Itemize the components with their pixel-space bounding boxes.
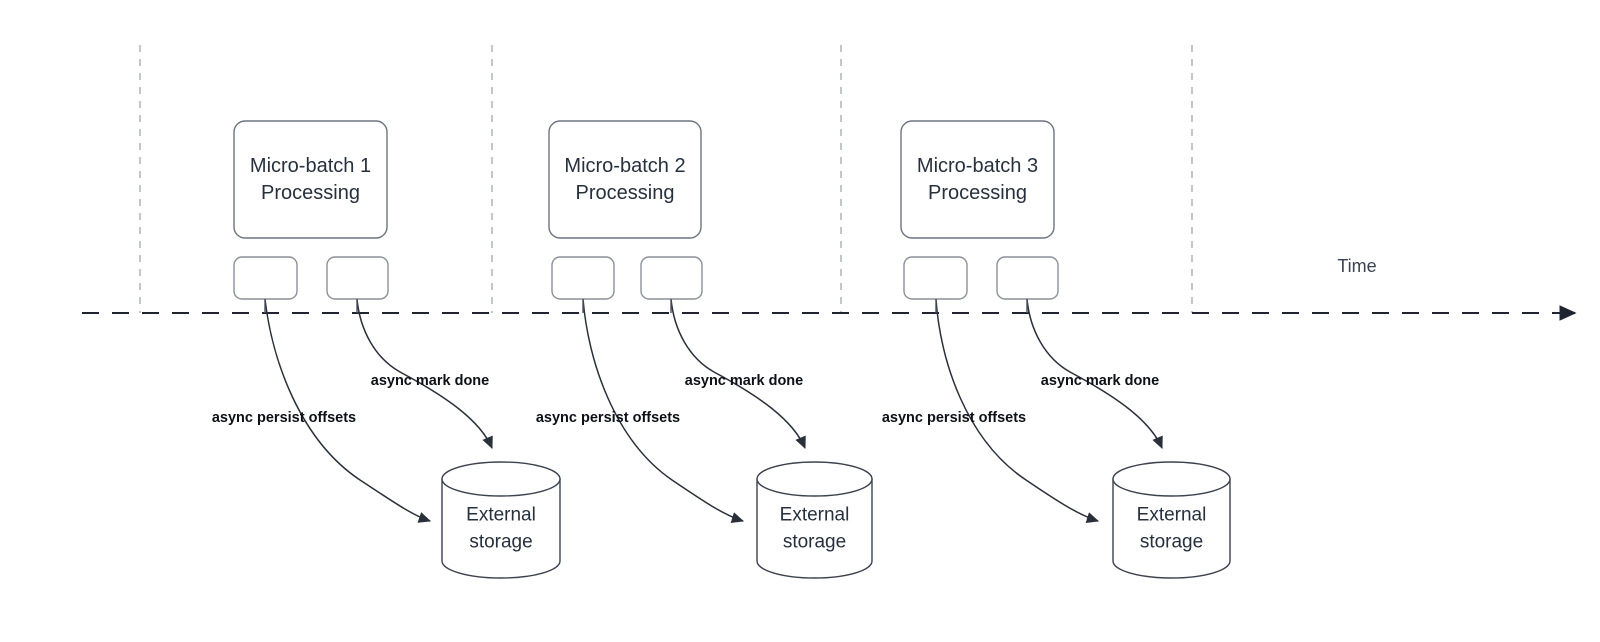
edge-path-markdone-2 <box>670 298 806 450</box>
edge-persist-2: async persist offsets <box>536 298 745 523</box>
cylinder-top <box>1112 461 1231 497</box>
edge-label-markdone-1: async mark done <box>371 373 489 389</box>
edge-path-persist-3 <box>935 298 1100 523</box>
process-box-label-line2: Processing <box>261 182 360 204</box>
cylinder-top <box>441 461 561 497</box>
process-box-label-line2: Processing <box>928 182 1027 204</box>
cylinder-label-line2: storage <box>1140 532 1203 553</box>
tick-box-tick-1a[interactable] <box>233 256 298 313</box>
boundary-guides <box>139 45 1193 313</box>
cylinder-label-line2: storage <box>783 532 846 553</box>
tick-box-rect[interactable] <box>551 256 615 300</box>
external-storage-group-1[interactable]: External storage <box>441 461 561 579</box>
tick-box-rect[interactable] <box>640 256 703 300</box>
cylinder-top <box>756 461 873 497</box>
cylinder-body[interactable] <box>756 478 873 579</box>
edge-label-markdone-2: async mark done <box>685 373 803 389</box>
edge-path-markdone-3 <box>1026 298 1163 450</box>
process-box-label-line1: Micro-batch 1 <box>250 155 371 177</box>
process-box-label-line2: Processing <box>576 182 675 204</box>
process-box-rect[interactable] <box>548 120 702 239</box>
external-storage-group-3[interactable]: External storage <box>1112 461 1231 579</box>
cylinder-label-line2: storage <box>469 532 532 553</box>
tick-box-rect[interactable] <box>996 256 1059 300</box>
tick-box-tick-2a[interactable] <box>551 256 615 313</box>
edge-label-persist-3: async persist offsets <box>882 410 1026 426</box>
cylinder-label-line1: External <box>780 505 850 526</box>
edge-markdone-3: async mark done <box>1026 298 1163 450</box>
group-3: async persist offsets async mark done Micr… <box>882 120 1231 579</box>
cylinder-body[interactable] <box>441 478 561 579</box>
tick-box-rect[interactable] <box>903 256 968 300</box>
tick-box-rect[interactable] <box>233 256 298 300</box>
cylinder-label-line1: External <box>1137 505 1207 526</box>
time-axis-label: Time <box>1337 256 1376 276</box>
external-storage-group-2[interactable]: External storage <box>756 461 873 579</box>
micro-batch-groups: async persist offsets async mark done Micr… <box>212 120 1231 579</box>
cylinder-label-line1: External <box>466 505 536 526</box>
edge-label-markdone-3: async mark done <box>1041 373 1159 389</box>
edge-label-persist-2: async persist offsets <box>536 410 680 426</box>
edge-path-persist-1 <box>264 298 432 523</box>
edge-markdone-2: async mark done <box>670 298 806 450</box>
cylinder-body[interactable] <box>1112 478 1231 579</box>
group-2: async persist offsets async mark done Micr… <box>536 120 873 579</box>
tick-box-tick-1b[interactable] <box>326 256 389 313</box>
process-box-rect[interactable] <box>233 120 388 239</box>
process-box-group-2[interactable]: Micro-batch 2 Processing <box>548 120 702 239</box>
edge-persist-1: async persist offsets <box>212 298 432 523</box>
time-axis: Time <box>82 256 1577 321</box>
edge-persist-3: async persist offsets <box>882 298 1100 523</box>
tick-box-tick-3b[interactable] <box>996 256 1059 313</box>
tick-box-tick-3a[interactable] <box>903 256 968 313</box>
process-box-label-line1: Micro-batch 3 <box>917 155 1038 177</box>
tick-box-tick-2b[interactable] <box>640 256 703 313</box>
edge-label-persist-1: async persist offsets <box>212 410 356 426</box>
process-box-group-1[interactable]: Micro-batch 1 Processing <box>233 120 388 239</box>
edge-path-persist-2 <box>582 298 745 523</box>
process-box-rect[interactable] <box>900 120 1055 239</box>
process-box-group-3[interactable]: Micro-batch 3 Processing <box>900 120 1055 239</box>
tick-box-rect[interactable] <box>326 256 389 300</box>
edge-markdone-1: async mark done <box>356 298 493 450</box>
edge-path-markdone-1 <box>356 298 493 450</box>
process-box-label-line1: Micro-batch 2 <box>564 155 685 177</box>
group-1: async persist offsets async mark done Micr… <box>212 120 561 579</box>
